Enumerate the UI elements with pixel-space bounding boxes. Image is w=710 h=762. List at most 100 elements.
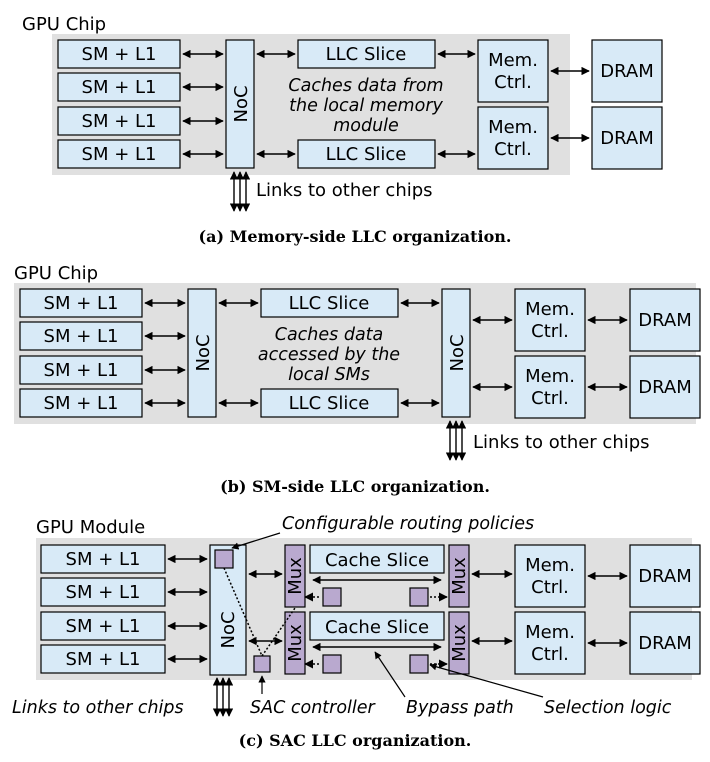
panel-c-noc-label: NoC	[218, 611, 239, 648]
panel-b-sm-label-2: SM + L1	[44, 326, 119, 347]
panel-c-sac-controller-block	[253, 655, 271, 673]
panel-a-memctrl-top: Mem. Ctrl.	[477, 39, 549, 103]
panel-b-note-3: local SMs	[288, 365, 370, 385]
panel-c: GPU Module Configurable routing policies…	[12, 514, 701, 750]
panel-c-bypass-label: Bypass path	[406, 698, 514, 718]
panel-c-sm-label-1: SM + L1	[66, 549, 141, 570]
panel-a-llc-bottom-label: LLC Slice	[326, 144, 407, 165]
panel-b-sm-l1-2: SM + L1	[19, 321, 143, 351]
panel-b-noc-left: NoC	[187, 288, 217, 418]
panel-c-selection-label: Selection logic	[544, 698, 672, 718]
panel-c-selection-block-bottom-right	[409, 654, 429, 674]
panel-c-sac-controller-label: SAC controller	[250, 698, 377, 718]
panel-c-dram-bottom-label: DRAM	[638, 633, 691, 654]
panel-a-dram-bottom-label: DRAM	[600, 128, 653, 149]
panel-c-caption: (c) SAC LLC organization.	[239, 731, 472, 750]
panel-b-dram-bottom: DRAM	[629, 355, 701, 419]
panel-b-sm-label-3: SM + L1	[44, 360, 119, 381]
panel-c-dram-bottom: DRAM	[629, 611, 701, 675]
panel-a-sm-l1-1: SM + L1	[57, 39, 181, 69]
panel-a-memctrl-top-line2: Ctrl.	[494, 72, 532, 93]
panel-c-noc: NoC	[209, 544, 247, 676]
panel-c-title: GPU Module	[36, 517, 145, 538]
panel-c-sm-label-4: SM + L1	[66, 649, 141, 670]
panel-a-links-label: Links to other chips	[256, 180, 433, 201]
panel-c-mux-label-3: Mux	[449, 557, 470, 595]
panel-b-dram-bottom-label: DRAM	[638, 377, 691, 398]
panel-c-mux-label-1: Mux	[285, 557, 306, 595]
panel-b-llc-top-label: LLC Slice	[289, 293, 370, 314]
panel-c-arrows	[167, 554, 628, 717]
panel-c-selection-block-top-right	[409, 587, 429, 607]
panel-a-memctrl-bottom-line1: Mem.	[488, 117, 538, 138]
panel-b-llc-bottom-label: LLC Slice	[289, 393, 370, 414]
panel-b-noc-right: NoC	[441, 288, 471, 418]
panel-b-sm-l1-1: SM + L1	[19, 288, 143, 318]
panel-a-sm-l1-2: SM + L1	[57, 72, 181, 102]
panel-b-links-label: Links to other chips	[473, 432, 650, 453]
panel-b-caption: (b) SM-side LLC organization.	[220, 477, 490, 496]
panel-c-memctrl-bottom-line1: Mem.	[525, 622, 575, 643]
panel-b-title: GPU Chip	[14, 263, 98, 284]
panel-c-sm-l1-1: SM + L1	[40, 544, 166, 574]
panel-b-llc-top: LLC Slice	[260, 288, 399, 318]
panel-a-sm-l1-4: SM + L1	[57, 139, 181, 169]
panel-c-selection-block-top-left	[322, 587, 342, 607]
panel-a-sm-label-4: SM + L1	[82, 144, 157, 165]
panel-b-dram-top: DRAM	[629, 288, 701, 352]
panel-c-cache-top: Cache Slice	[309, 544, 445, 574]
panel-c-mux-bottom-right: Mux	[448, 611, 470, 675]
panel-b-sm-label-4: SM + L1	[44, 393, 119, 414]
panel-b-note-2: accessed by the	[258, 345, 400, 365]
panel-c-sm-label-3: SM + L1	[66, 616, 141, 637]
panel-a-llc-top: LLC Slice	[297, 39, 436, 69]
panel-c-memctrl-top-line2: Ctrl.	[531, 577, 569, 598]
panel-c-mux-bottom-left: Mux	[284, 611, 306, 675]
panel-c-memctrl-bottom: Mem. Ctrl.	[514, 611, 586, 675]
panel-b-memctrl-bottom: Mem. Ctrl.	[514, 355, 586, 419]
panel-a-note-2: the local memory	[289, 96, 443, 116]
panel-c-dram-top-label: DRAM	[638, 566, 691, 587]
panel-b-memctrl-bottom-line1: Mem.	[525, 366, 575, 387]
panel-a-llc-top-label: LLC Slice	[326, 44, 407, 65]
panel-a-note-3: module	[333, 116, 399, 136]
panel-b-sm-l1-4: SM + L1	[19, 388, 143, 418]
panel-b-noc-right-label: NoC	[447, 334, 468, 371]
panel-b-memctrl-top-line1: Mem.	[525, 299, 575, 320]
panel-c-mux-top-left: Mux	[284, 544, 306, 608]
panel-a-memctrl-top-line1: Mem.	[488, 50, 538, 71]
panel-c-cache-bottom: Cache Slice	[309, 611, 445, 641]
panel-a-sm-l1-3: SM + L1	[57, 106, 181, 136]
panel-c-mux-top-right: Mux	[448, 544, 470, 608]
panel-a-memctrl-bottom: Mem. Ctrl.	[477, 106, 549, 170]
panel-c-memctrl-top-line1: Mem.	[525, 555, 575, 576]
panel-a-note-1: Caches data from	[288, 76, 443, 96]
panel-c-mux-label-2: Mux	[285, 624, 306, 662]
panel-b-llc-bottom: LLC Slice	[260, 388, 399, 418]
panel-a-arrows	[182, 49, 590, 212]
panel-b-arrows	[144, 298, 628, 461]
panel-c-sm-l1-3: SM + L1	[40, 611, 166, 641]
panel-b-memctrl-bottom-line2: Ctrl.	[531, 388, 569, 409]
panel-b-noc-left-label: NoC	[193, 334, 214, 371]
panel-b-sm-label-1: SM + L1	[44, 293, 119, 314]
panel-b-memctrl-top: Mem. Ctrl.	[514, 288, 586, 352]
panel-a-memctrl-bottom-line2: Ctrl.	[494, 139, 532, 160]
panel-a-dram-top-label: DRAM	[600, 61, 653, 82]
panel-c-sm-label-2: SM + L1	[66, 582, 141, 603]
panel-b-dram-top-label: DRAM	[638, 310, 691, 331]
panel-c-callout-lines	[231, 532, 544, 698]
panel-a-dram-top: DRAM	[591, 39, 663, 103]
panel-a-title: GPU Chip	[22, 14, 106, 35]
panel-a-dram-bottom: DRAM	[591, 106, 663, 170]
panel-c-mux-label-4: Mux	[449, 624, 470, 662]
panel-a-sm-label-1: SM + L1	[82, 44, 157, 65]
panel-c-dotted-control-lines	[223, 567, 448, 669]
panel-c-memctrl-bottom-line2: Ctrl.	[531, 644, 569, 665]
panel-a-sm-label-2: SM + L1	[82, 77, 157, 98]
panel-a-sm-label-3: SM + L1	[82, 111, 157, 132]
panel-a-caption: (a) Memory-side LLC organization.	[199, 227, 512, 246]
panel-b-memctrl-top-line2: Ctrl.	[531, 321, 569, 342]
panel-b-sm-l1-3: SM + L1	[19, 355, 143, 385]
